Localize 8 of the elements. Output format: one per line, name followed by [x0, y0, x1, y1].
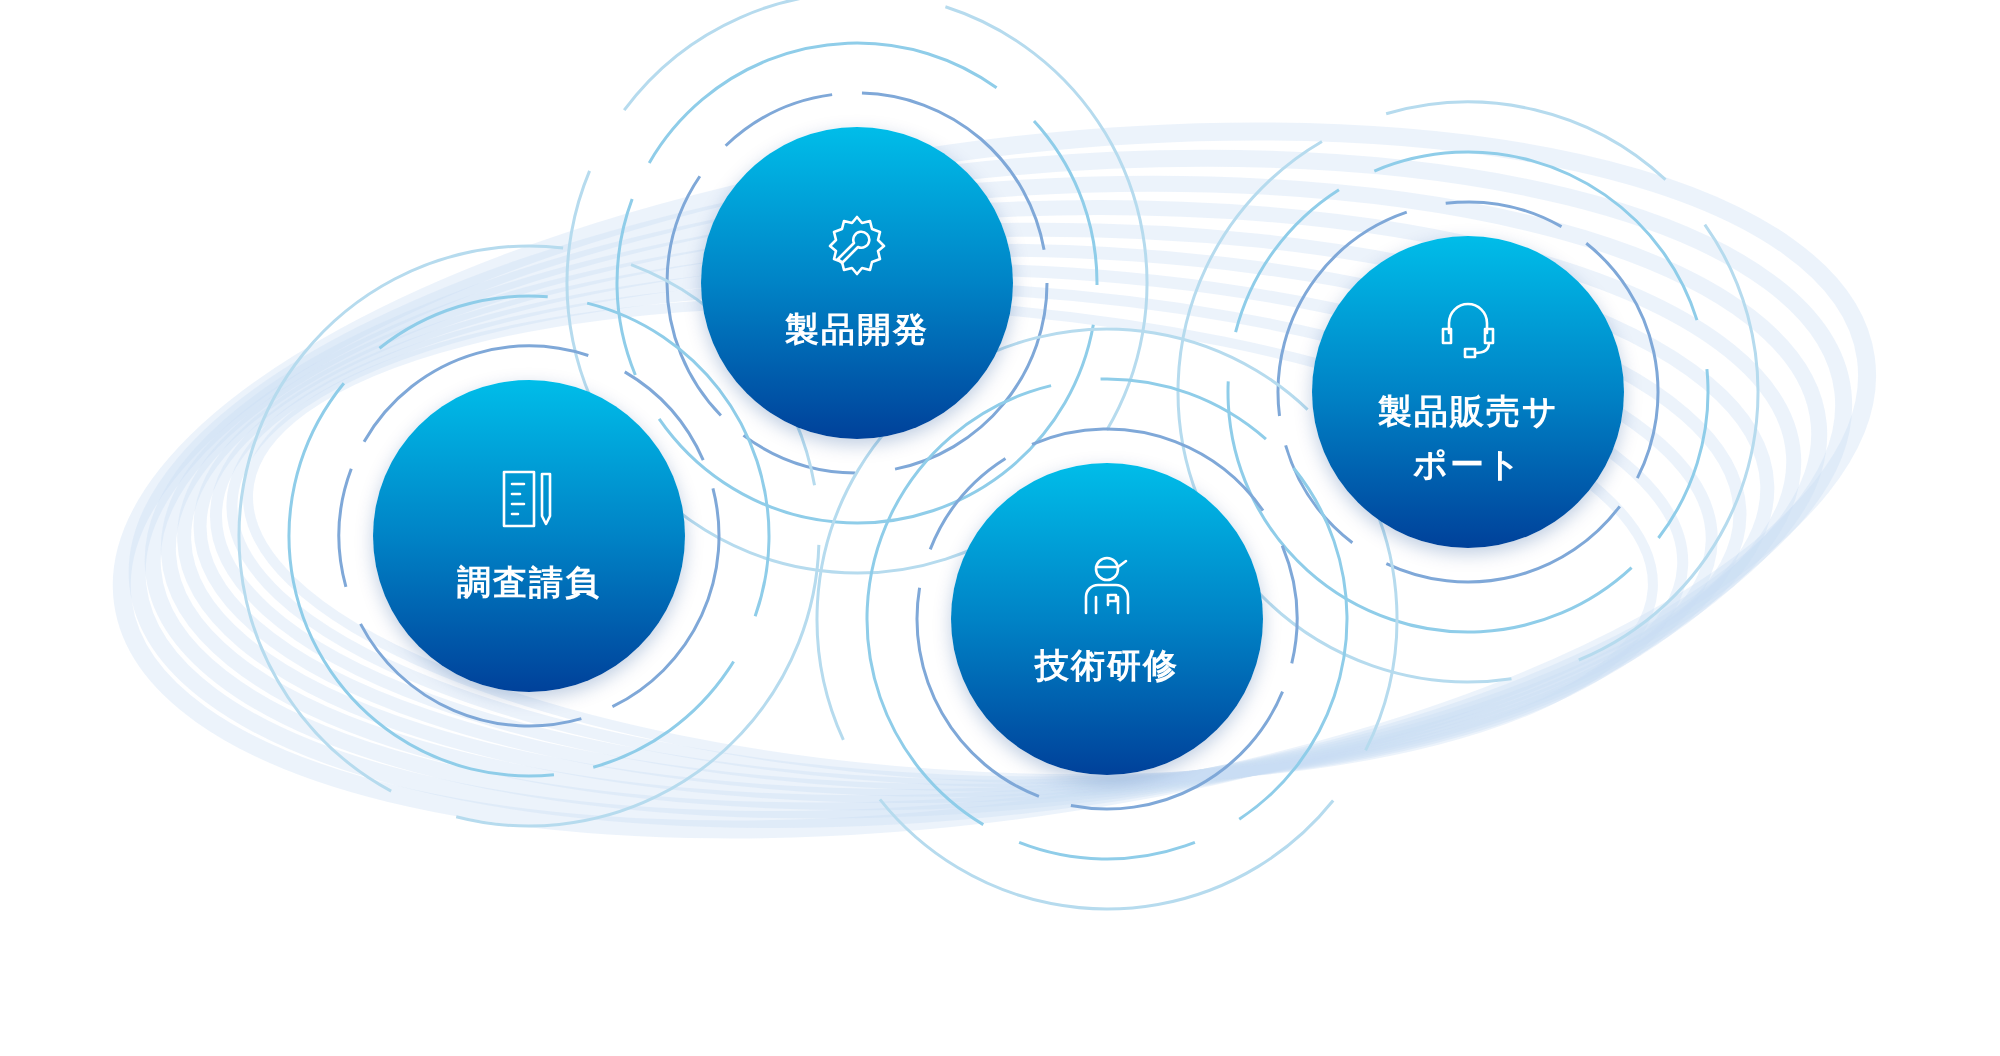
service-label: 調査請負 [457, 560, 601, 604]
service-label: 技術研修 [1035, 643, 1179, 687]
service-label: 製品販売サポート [1376, 390, 1560, 486]
service-circle [1312, 236, 1624, 548]
service-circle [701, 127, 1013, 439]
service-circle [951, 463, 1263, 775]
service-label: 製品開発 [785, 307, 929, 351]
service-circle [373, 380, 685, 692]
